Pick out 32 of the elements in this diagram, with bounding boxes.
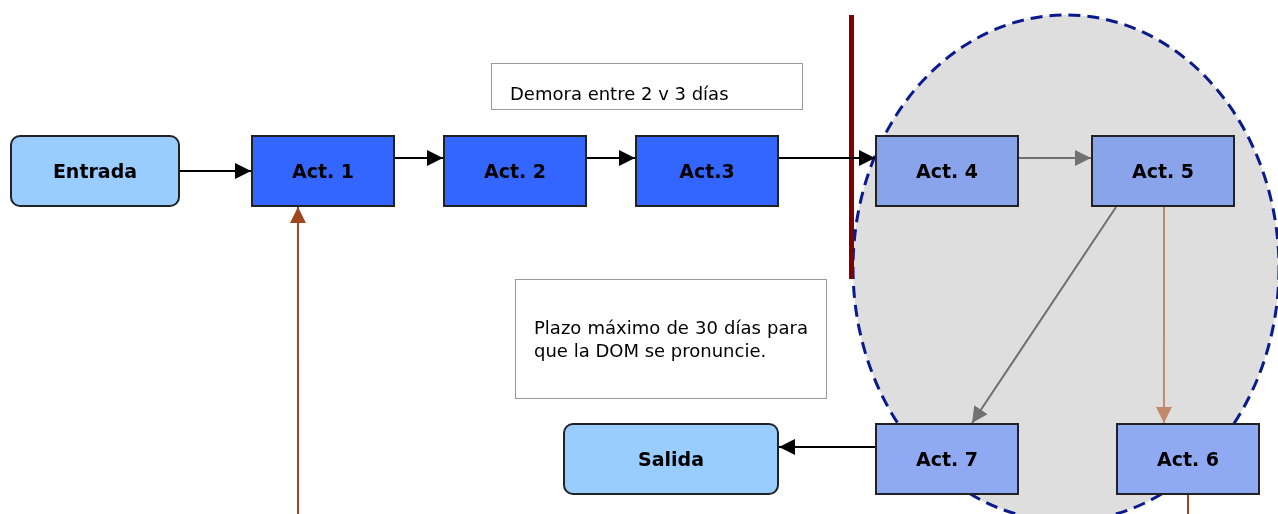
node-label: Act.3	[679, 160, 735, 182]
process-box	[251, 135, 395, 207]
arrow	[1155, 206, 1172, 424]
node-label: Act. 5	[1131, 160, 1195, 182]
node-label: Entrada	[52, 160, 138, 182]
node-label: Act. 1	[291, 160, 355, 182]
node-label: Act. 7	[915, 448, 979, 470]
node-label: Plazo máximo de 30 días para que la DOM se pronuncie.	[534, 315, 808, 363]
arrow	[394, 150, 444, 167]
arrow	[778, 150, 876, 167]
process-box	[443, 135, 587, 207]
arrow	[179, 163, 252, 179]
process-box	[1116, 423, 1260, 495]
process-box	[635, 135, 779, 207]
arrow	[778, 439, 876, 455]
terminal-box	[10, 135, 180, 207]
node-label: Act. 4	[915, 160, 979, 182]
note-box	[491, 63, 803, 110]
process-box	[875, 135, 1019, 207]
arrow	[586, 150, 636, 167]
arrow	[289, 206, 306, 514]
arrow	[971, 206, 1118, 424]
node-label: Salida	[638, 448, 704, 470]
node-label: Act. 6	[1156, 448, 1220, 470]
arrow	[1018, 150, 1092, 167]
terminal-box	[563, 423, 779, 495]
process-box	[875, 423, 1019, 495]
note-box	[515, 279, 827, 399]
node-label: Act. 2	[483, 160, 547, 182]
connector-line	[1187, 494, 1189, 514]
node-label: Demora entre 2 v 3 días	[510, 81, 729, 105]
process-box	[1091, 135, 1235, 207]
